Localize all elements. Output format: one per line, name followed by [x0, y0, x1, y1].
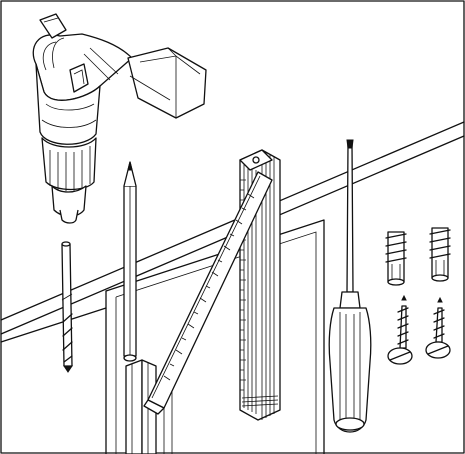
- screwdriver-icon: [328, 139, 372, 433]
- wall-plug-icon: [385, 231, 407, 286]
- wood-screw-icon: [387, 294, 413, 365]
- background-wall: [0, 121, 465, 454]
- folding-ruler-icon: [143, 149, 281, 421]
- door-frame: [125, 359, 173, 454]
- wall-plug-icon: [429, 227, 451, 282]
- wood-screw-icon: [425, 296, 451, 359]
- drill-bit-icon: [61, 241, 73, 373]
- drill-icon: [32, 13, 207, 224]
- pencil-icon: [123, 161, 137, 362]
